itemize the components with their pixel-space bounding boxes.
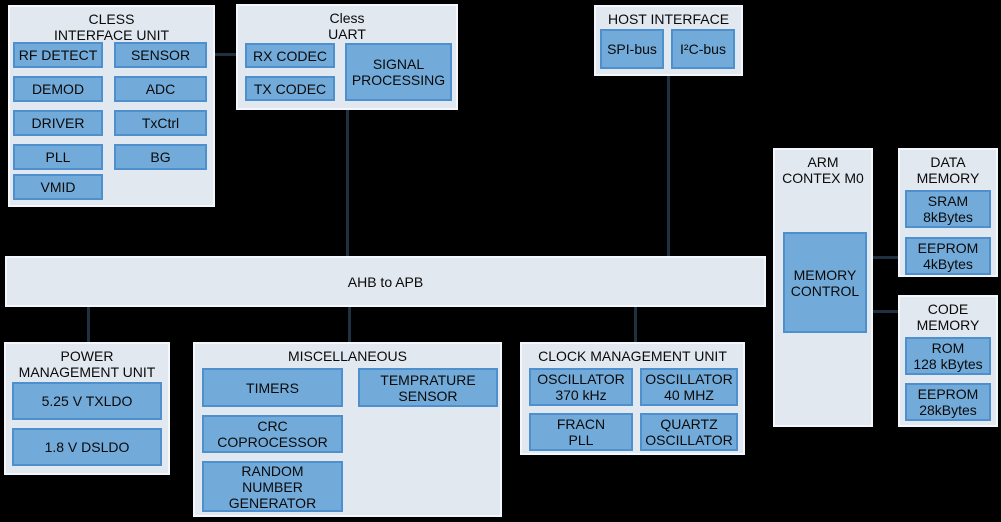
tx-codec-block: TX CODEC: [245, 76, 335, 101]
host-interface-panel: HOST INTERFACE SPI-bus I²C-bus: [594, 5, 743, 76]
connector-bus-to-pmu: [87, 305, 90, 344]
connector-cless-to-uart: [215, 53, 236, 56]
miscellaneous-title: MISCELLANEOUS: [287, 348, 408, 364]
adc-block: ADC: [114, 76, 207, 102]
spi-bus-block: SPI-bus: [600, 29, 664, 69]
sensor-block: SENSOR: [114, 42, 207, 68]
connector-arm-to-data-memory: [871, 256, 899, 259]
ahb-to-apb-bus: AHB to APB: [5, 256, 766, 307]
driver-block: DRIVER: [13, 110, 103, 136]
txldo-block: 5.25 V TXLDO: [12, 382, 162, 420]
connector-memory-control-to-code-memory: [865, 310, 899, 313]
rf-detect-block: RF DETECT: [13, 42, 103, 68]
rx-codec-block: RX CODEC: [245, 43, 335, 68]
pll-block: PLL: [13, 144, 103, 170]
timers-block: TIMERS: [202, 368, 343, 407]
bg-block: BG: [114, 144, 207, 170]
demod-block: DEMOD: [13, 76, 103, 102]
i2c-bus-block: I²C-bus: [671, 29, 735, 69]
connector-bus-to-misc: [348, 305, 351, 344]
vmid-block: VMID: [13, 174, 103, 200]
txctrl-block: TxCtrl: [114, 110, 207, 136]
host-interface-title: HOST INTERFACE: [607, 11, 730, 27]
connector-host-to-bus: [667, 73, 670, 258]
clock-management-unit-title: CLOCK MANAGEMENT UNIT: [538, 348, 727, 364]
connector-bus-to-cmu: [634, 305, 637, 344]
connector-uart-to-bus: [346, 108, 349, 258]
dsldo-block: 1.8 V DSLDO: [12, 428, 162, 466]
ahb-to-apb-label: AHB to APB: [347, 273, 424, 290]
